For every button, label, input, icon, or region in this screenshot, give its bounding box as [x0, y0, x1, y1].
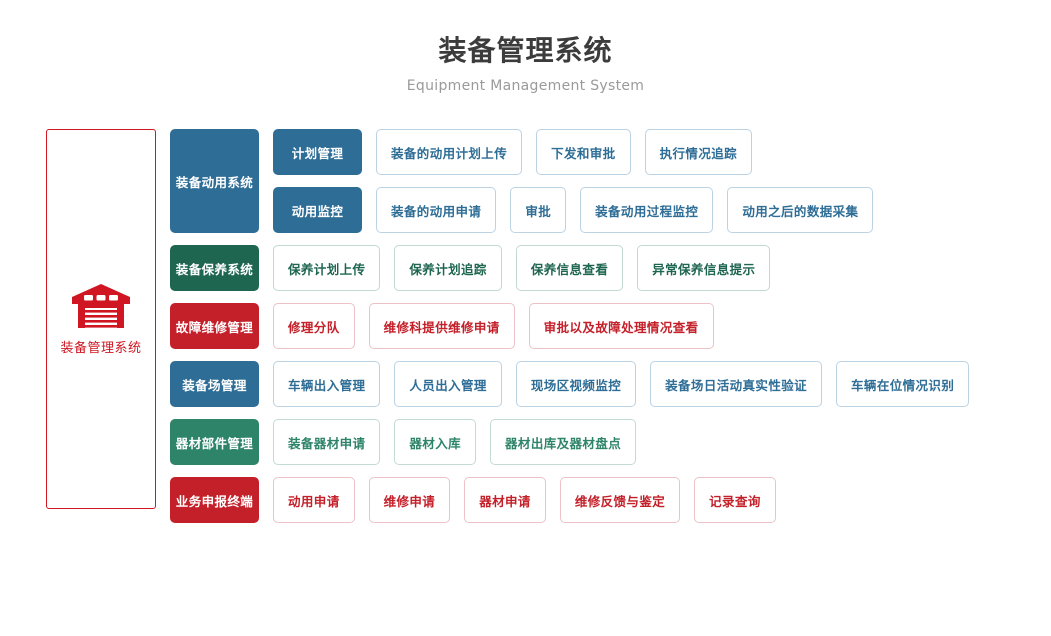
module-row: 故障维修管理修理分队维修科提供维修申请审批以及故障处理情况查看	[170, 303, 1050, 349]
module-subrow: 装备器材申请器材入库器材出库及器材盘点	[259, 419, 1050, 465]
module-subrow: 动用监控装备的动用申请审批装备动用过程监控动用之后的数据采集	[259, 187, 1050, 233]
feature-tile[interactable]: 下发和审批	[536, 129, 631, 175]
feature-tile[interactable]: 动用之后的数据采集	[727, 187, 874, 233]
feature-tile[interactable]: 保养计划上传	[273, 245, 381, 291]
module-subrow: 修理分队维修科提供维修申请审批以及故障处理情况查看	[259, 303, 1050, 349]
module-subrow: 保养计划上传保养计划追踪保养信息查看异常保养信息提示	[259, 245, 1050, 291]
feature-tile[interactable]: 记录查询	[694, 477, 776, 523]
feature-tile[interactable]: 维修科提供维修申请	[368, 303, 515, 349]
feature-tile[interactable]: 修理分队	[273, 303, 355, 349]
feature-tile[interactable]: 执行情况追踪	[644, 129, 753, 175]
row-body: 装备器材申请器材入库器材出库及器材盘点	[259, 419, 1050, 465]
module-subrow: 计划管理装备的动用计划上传下发和审批执行情况追踪	[259, 129, 1050, 175]
feature-tile[interactable]: 人员出入管理	[394, 361, 502, 407]
page-header: 装备管理系统 Equipment Management System	[0, 34, 1051, 95]
feature-tile[interactable]: 审批以及故障处理情况查看	[528, 303, 714, 349]
feature-tile[interactable]: 审批	[510, 187, 567, 233]
feature-tile[interactable]: 维修申请	[368, 477, 451, 523]
feature-tile[interactable]: 器材入库	[394, 419, 477, 465]
page-title: 装备管理系统	[438, 34, 613, 67]
category-tile[interactable]: 装备保养系统	[170, 245, 259, 291]
module-row: 装备场管理车辆出入管理人员出入管理现场区视频监控装备场日活动真实性验证车辆在位情…	[170, 361, 1050, 407]
feature-tile[interactable]: 装备的动用申请	[376, 187, 497, 233]
root-system-panel[interactable]: 装备管理系统	[46, 129, 156, 509]
feature-tile[interactable]: 装备场日活动真实性验证	[650, 361, 823, 407]
feature-tile[interactable]: 车辆在位情况识别	[836, 361, 970, 407]
module-row: 装备动用系统计划管理装备的动用计划上传下发和审批执行情况追踪动用监控装备的动用申…	[170, 129, 1050, 233]
feature-tile[interactable]: 车辆出入管理	[273, 361, 381, 407]
category-tile[interactable]: 器材部件管理	[170, 419, 259, 465]
feature-tile[interactable]: 装备的动用计划上传	[376, 129, 523, 175]
module-subrow: 车辆出入管理人员出入管理现场区视频监控装备场日活动真实性验证车辆在位情况识别	[259, 361, 1050, 407]
category-tile[interactable]: 故障维修管理	[170, 303, 259, 349]
category-tile[interactable]: 业务申报终端	[170, 477, 259, 523]
row-body: 修理分队维修科提供维修申请审批以及故障处理情况查看	[259, 303, 1050, 349]
category-tile[interactable]: 装备场管理	[170, 361, 259, 407]
subcategory-tile[interactable]: 计划管理	[273, 129, 362, 175]
module-row: 装备保养系统保养计划上传保养计划追踪保养信息查看异常保养信息提示	[170, 245, 1050, 291]
feature-tile[interactable]: 装备器材申请	[273, 419, 381, 465]
row-body: 动用申请维修申请器材申请维修反馈与鉴定记录查询	[259, 477, 1050, 523]
row-body: 车辆出入管理人员出入管理现场区视频监控装备场日活动真实性验证车辆在位情况识别	[259, 361, 1050, 407]
feature-tile[interactable]: 保养信息查看	[515, 245, 624, 291]
row-body: 计划管理装备的动用计划上传下发和审批执行情况追踪动用监控装备的动用申请审批装备动…	[259, 129, 1050, 233]
page-subtitle: Equipment Management System	[406, 78, 645, 94]
module-row: 器材部件管理装备器材申请器材入库器材出库及器材盘点	[170, 419, 1050, 465]
feature-tile[interactable]: 维修反馈与鉴定	[559, 477, 681, 523]
feature-tile[interactable]: 保养计划追踪	[394, 245, 502, 291]
feature-tile[interactable]: 动用申请	[273, 477, 355, 523]
subcategory-tile[interactable]: 动用监控	[273, 187, 362, 233]
warehouse-icon	[70, 283, 132, 329]
category-tile[interactable]: 装备动用系统	[170, 129, 259, 233]
root-system-label: 装备管理系统	[60, 340, 142, 356]
module-subrow: 动用申请维修申请器材申请维修反馈与鉴定记录查询	[259, 477, 1050, 523]
feature-tile[interactable]: 器材出库及器材盘点	[490, 419, 637, 465]
row-body: 保养计划上传保养计划追踪保养信息查看异常保养信息提示	[259, 245, 1050, 291]
feature-tile[interactable]: 装备动用过程监控	[580, 187, 714, 233]
feature-tile[interactable]: 现场区视频监控	[515, 361, 637, 407]
feature-tile[interactable]: 异常保养信息提示	[637, 245, 771, 291]
feature-tile[interactable]: 器材申请	[464, 477, 546, 523]
module-row: 业务申报终端动用申请维修申请器材申请维修反馈与鉴定记录查询	[170, 477, 1050, 523]
system-modules-grid: 装备动用系统计划管理装备的动用计划上传下发和审批执行情况追踪动用监控装备的动用申…	[170, 129, 1050, 523]
